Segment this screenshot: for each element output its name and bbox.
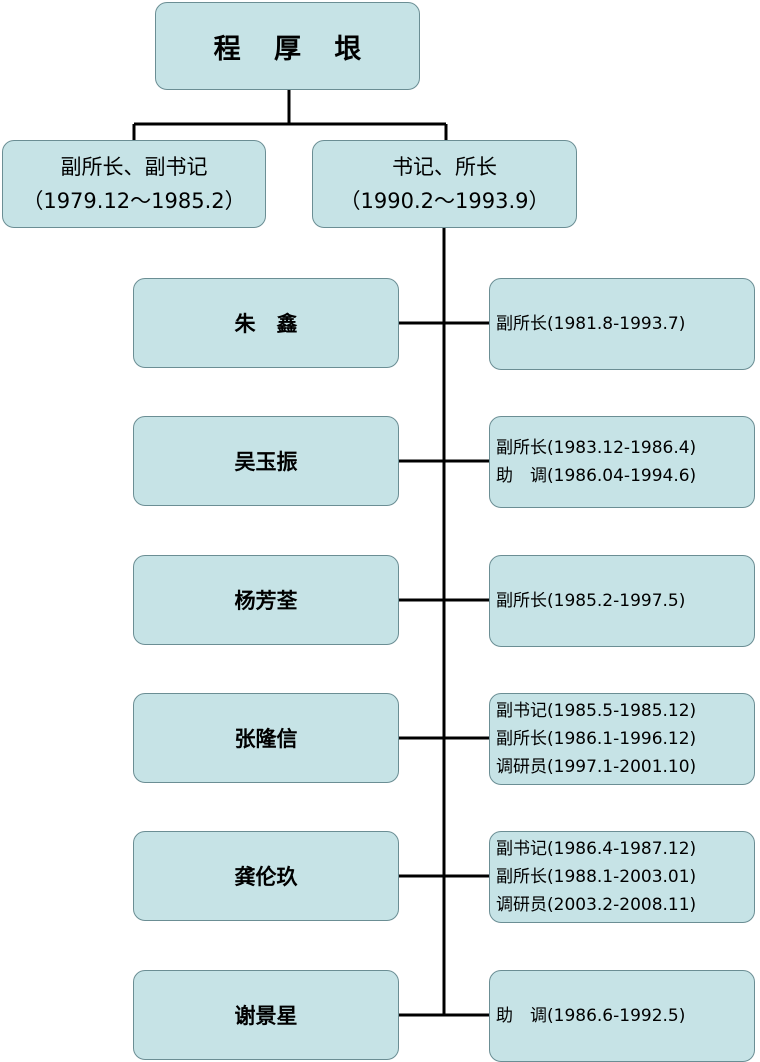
detail-line: 副所长(1986.1-1996.12) <box>496 729 697 749</box>
person-name: 谢景星 <box>234 1004 298 1028</box>
person-box-1: 朱 鑫 <box>133 278 399 368</box>
detail-line: 副所长(1985.2-1997.5) <box>496 591 686 611</box>
role-title: 副所长、副书记 <box>60 155 208 179</box>
detail-line: 副书记(1986.4-1987.12) <box>496 839 697 859</box>
person-box-4: 张隆信 <box>133 693 399 783</box>
top-person-box: 程 厚 垠 <box>155 2 420 90</box>
detail-line: 副所长(1981.8-1993.7) <box>496 314 686 334</box>
detail-line: 助 调(1986.6-1992.5) <box>496 1006 686 1026</box>
person-name: 杨芳荃 <box>234 589 298 613</box>
person-box-3: 杨芳荃 <box>133 555 399 645</box>
detail-box-6: 助 调(1986.6-1992.5) <box>489 970 755 1062</box>
detail-line: 调研员(2003.2-2008.11) <box>496 895 697 915</box>
role-title: 书记、所长 <box>392 155 497 179</box>
detail-line: 副所长(1983.12-1986.4) <box>496 438 697 458</box>
person-name: 张隆信 <box>234 727 298 751</box>
detail-line: 助 调(1986.04-1994.6) <box>496 466 697 486</box>
person-name: 朱 鑫 <box>234 312 298 336</box>
person-name: 龚伦玖 <box>234 865 298 889</box>
person-box-6: 谢景星 <box>133 970 399 1060</box>
detail-line: 调研员(1997.1-2001.10) <box>496 757 697 777</box>
detail-box-5: 副书记(1986.4-1987.12) 副所长(1988.1-2003.01) … <box>489 831 755 923</box>
person-box-5: 龚伦玖 <box>133 831 399 921</box>
top-person-name: 程 厚 垠 <box>213 33 374 65</box>
detail-box-1: 副所长(1981.8-1993.7) <box>489 278 755 370</box>
role-period: （1979.12～1985.2） <box>22 189 246 213</box>
detail-line: 副所长(1988.1-2003.01) <box>496 867 697 887</box>
detail-box-2: 副所长(1983.12-1986.4) 助 调(1986.04-1994.6) <box>489 416 755 508</box>
person-box-2: 吴玉振 <box>133 416 399 506</box>
detail-line: 副书记(1985.5-1985.12) <box>496 701 697 721</box>
person-name: 吴玉振 <box>234 450 298 474</box>
role-period: （1990.2～1993.9） <box>339 189 550 213</box>
role-box-left: 副所长、副书记 （1979.12～1985.2） <box>2 140 266 228</box>
role-box-right: 书记、所长 （1990.2～1993.9） <box>312 140 577 228</box>
detail-box-4: 副书记(1985.5-1985.12) 副所长(1986.1-1996.12) … <box>489 693 755 785</box>
detail-box-3: 副所长(1985.2-1997.5) <box>489 555 755 647</box>
